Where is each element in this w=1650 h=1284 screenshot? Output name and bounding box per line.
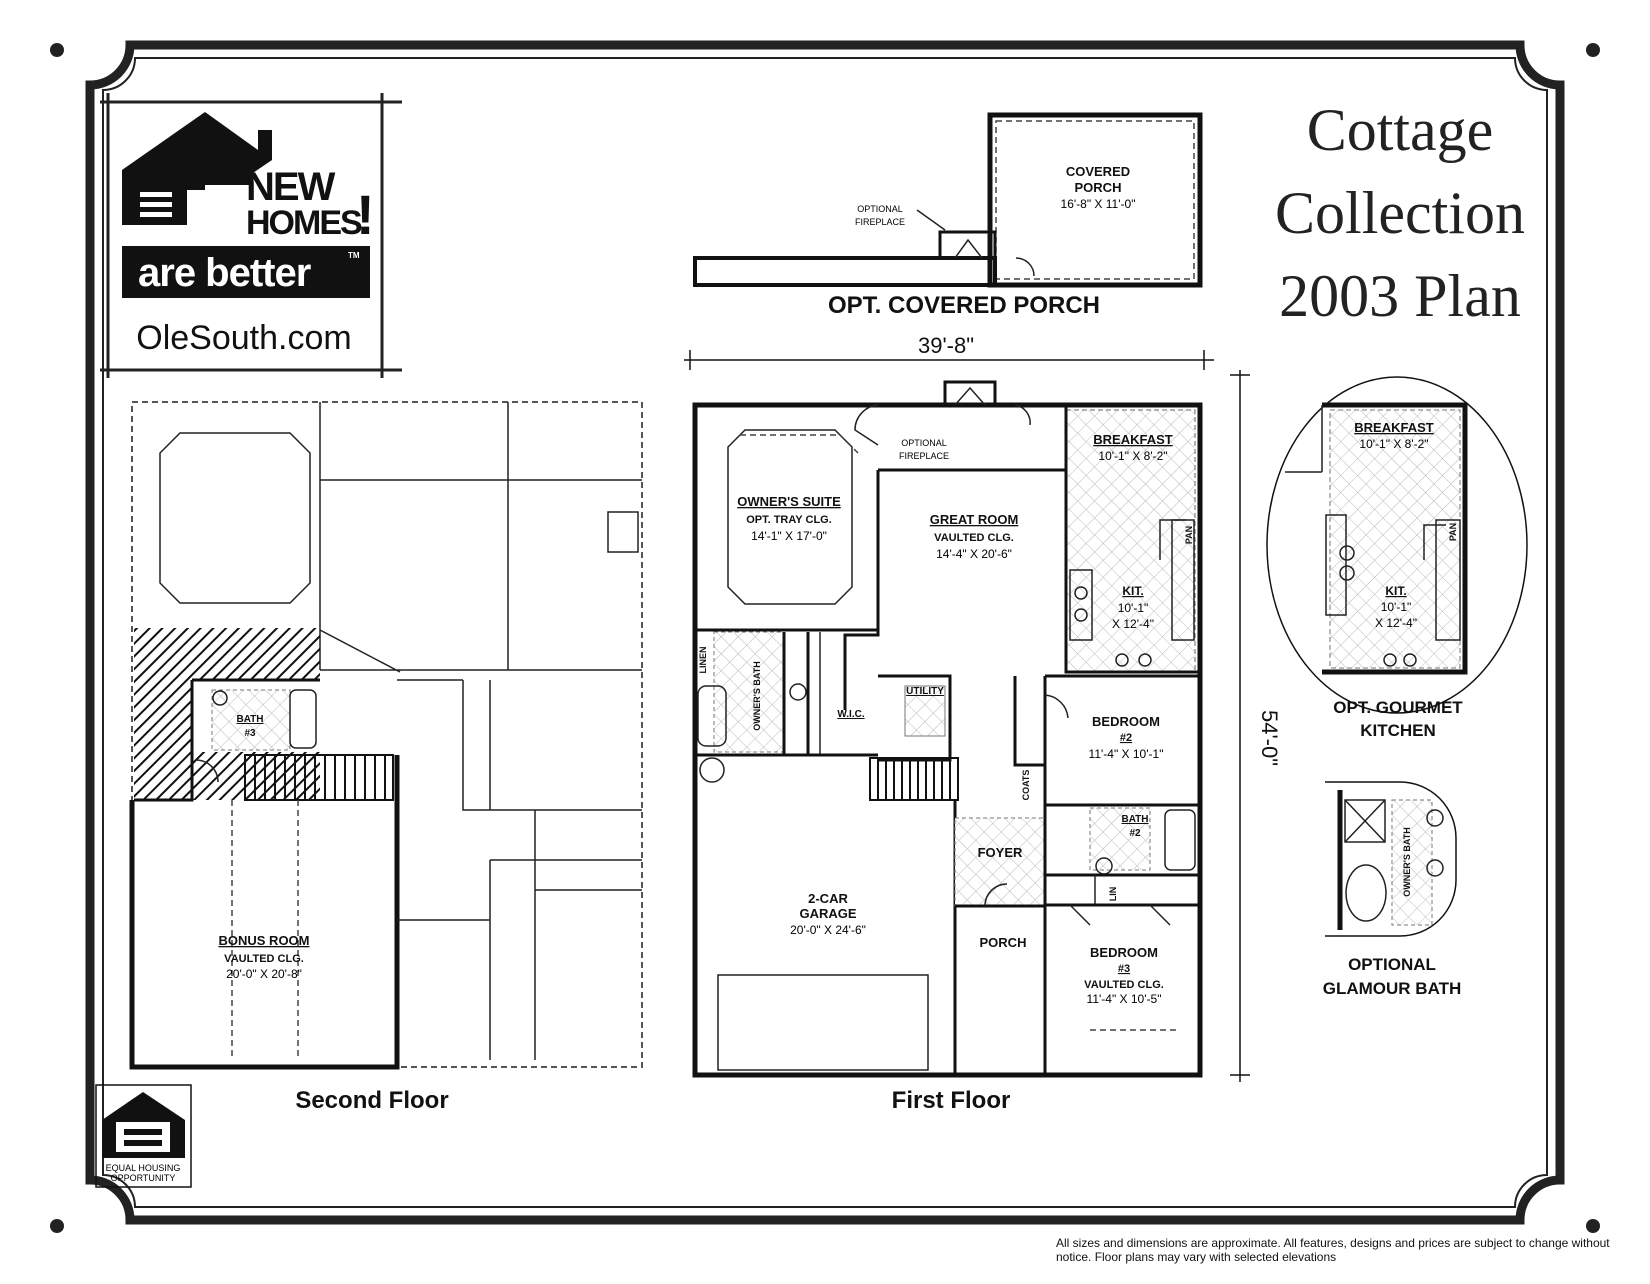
covered-porch-label-1: COVERED <box>1066 164 1130 179</box>
logo-line-2: HOMES <box>246 204 362 242</box>
title-line-3: 2003 Plan <box>1279 263 1521 329</box>
breakfast-size: 10'-1" X 8'-2" <box>1098 449 1167 463</box>
title-line-2: Collection <box>1275 180 1525 246</box>
great-room-size: 14'-4" X 20'-6" <box>936 547 1012 561</box>
bedroom3-ceiling: VAULTED CLG. <box>1084 979 1164 991</box>
pantry-label: PAN <box>1184 526 1194 544</box>
equal-housing-line-2: OPPORTUNITY <box>111 1173 176 1183</box>
foyer-label: FOYER <box>978 845 1023 860</box>
depth-dimension: 54'-0" <box>1257 710 1282 766</box>
gourmet-breakfast-size: 10'-1" X 8'-2" <box>1359 437 1428 451</box>
gourmet-kitchen-name: KIT. <box>1385 584 1406 598</box>
gourmet-kitchen-size-2: X 12'-4" <box>1375 616 1417 630</box>
bonus-room-name: BONUS ROOM <box>219 933 310 948</box>
second-floor-caption: Second Floor <box>295 1087 448 1114</box>
bath2-number: #2 <box>1129 828 1141 839</box>
width-dimension: 39'-8" <box>918 333 974 358</box>
coats-label: COATS <box>1021 770 1031 801</box>
fireplace-label-1: OPTIONAL <box>901 438 947 448</box>
glamour-bath-caption-1: OPTIONAL <box>1348 955 1436 974</box>
bath2-name: BATH <box>1121 814 1148 825</box>
porch-fireplace-label-1: OPTIONAL <box>857 204 903 214</box>
gourmet-kitchen-caption-2: KITCHEN <box>1360 721 1436 740</box>
owners-bath-label: OWNER'S BATH <box>752 661 762 730</box>
garage-name-1: 2-CAR <box>808 891 848 906</box>
lin-label: LIN <box>1108 887 1118 902</box>
first-floor-caption: First Floor <box>892 1087 1011 1114</box>
logo-exclamation: ! <box>356 183 375 246</box>
logo-tagline: are better <box>138 251 311 295</box>
covered-porch-size: 16'-8" X 11'-0" <box>1061 197 1136 211</box>
bedroom2-name: BEDROOM <box>1092 714 1160 729</box>
dimension-lines: 39'-8" 54'-0" <box>684 333 1282 1082</box>
utility-label: UTILITY <box>906 686 944 697</box>
gourmet-kitchen-option: BREAKFAST 10'-1" X 8'-2" KIT. 10'-1" X 1… <box>1266 376 1528 740</box>
porch-fireplace-label-2: FIREPLACE <box>855 217 905 227</box>
breakfast-name: BREAKFAST <box>1093 432 1173 447</box>
glamour-bath-caption-2: GLAMOUR BATH <box>1323 979 1462 998</box>
owners-suite-name: OWNER'S SUITE <box>737 494 841 509</box>
owners-suite-ceiling: OPT. TRAY CLG. <box>746 514 832 526</box>
second-bath-number: #3 <box>244 728 256 739</box>
equal-housing-line-1: EQUAL HOUSING <box>106 1163 181 1173</box>
bedroom3-number: #3 <box>1118 963 1130 975</box>
gourmet-kitchen-size-1: 10'-1" <box>1381 600 1412 614</box>
kitchen-size-2: X 12'-4" <box>1112 617 1154 631</box>
bedroom2-size: 11'-4" X 10'-1" <box>1089 747 1164 761</box>
first-floor-plan: OPTIONAL FIREPLACE OWNER'S SUITE OPT. TR… <box>692 380 1203 1114</box>
covered-porch-label-2: PORCH <box>1075 180 1122 195</box>
owners-suite-size: 14'-1" X 17'-0" <box>751 529 827 543</box>
garage-size: 20'-0" X 24'-6" <box>790 923 866 937</box>
logo-line-1: NEW <box>246 165 336 209</box>
bonus-room-ceiling: VAULTED CLG. <box>224 953 304 965</box>
gourmet-kitchen-caption-1: OPT. GOURMET <box>1333 698 1463 717</box>
plan-title: Cottage Collection 2003 Plan <box>1275 97 1525 329</box>
linen-label: LINEN <box>698 647 708 674</box>
wic-label: W.I.C. <box>837 709 864 720</box>
second-bath-name: BATH <box>236 714 263 725</box>
garage-name-2: GARAGE <box>799 906 856 921</box>
fireplace-label-2: FIREPLACE <box>899 451 949 461</box>
porch-label: PORCH <box>980 935 1027 950</box>
kitchen-name: KIT. <box>1122 584 1143 598</box>
new-homes-logo: NEW HOMES ! are better TM OleSouth.com <box>100 93 402 378</box>
second-floor-plan: BATH #3 BONUS ROOM VAULTED CLG. 20'-0" X… <box>129 401 643 1114</box>
gourmet-breakfast-name: BREAKFAST <box>1354 420 1434 435</box>
decorative-border <box>50 40 1600 1233</box>
title-line-1: Cottage <box>1307 97 1494 163</box>
covered-porch-caption: OPT. COVERED PORCH <box>828 292 1100 319</box>
bedroom3-size: 11'-4" X 10'-5" <box>1087 992 1162 1006</box>
kitchen-size-1: 10'-1" <box>1118 601 1149 615</box>
glamour-bath-option: OWNER'S BATH OPTIONAL GLAMOUR BATH <box>1323 781 1462 998</box>
great-room-name: GREAT ROOM <box>930 512 1019 527</box>
logo-trademark: TM <box>348 251 360 260</box>
bedroom3-name: BEDROOM <box>1090 945 1158 960</box>
disclaimer-text: All sizes and dimensions are approximate… <box>1056 1236 1610 1264</box>
glamour-owners-bath-label: OWNER'S BATH <box>1402 827 1412 896</box>
equal-housing-logo: EQUAL HOUSING OPPORTUNITY <box>95 1084 192 1188</box>
covered-porch-option: COVERED PORCH 16'-8" X 11'-0" OPTIONAL F… <box>693 112 1203 319</box>
bedroom2-number: #2 <box>1120 732 1132 744</box>
great-room-ceiling: VAULTED CLG. <box>934 532 1014 544</box>
website-text: OleSouth.com <box>136 319 351 357</box>
gourmet-pantry-label: PAN <box>1448 523 1458 541</box>
bonus-room-size: 20'-0" X 20'-8" <box>226 967 302 981</box>
